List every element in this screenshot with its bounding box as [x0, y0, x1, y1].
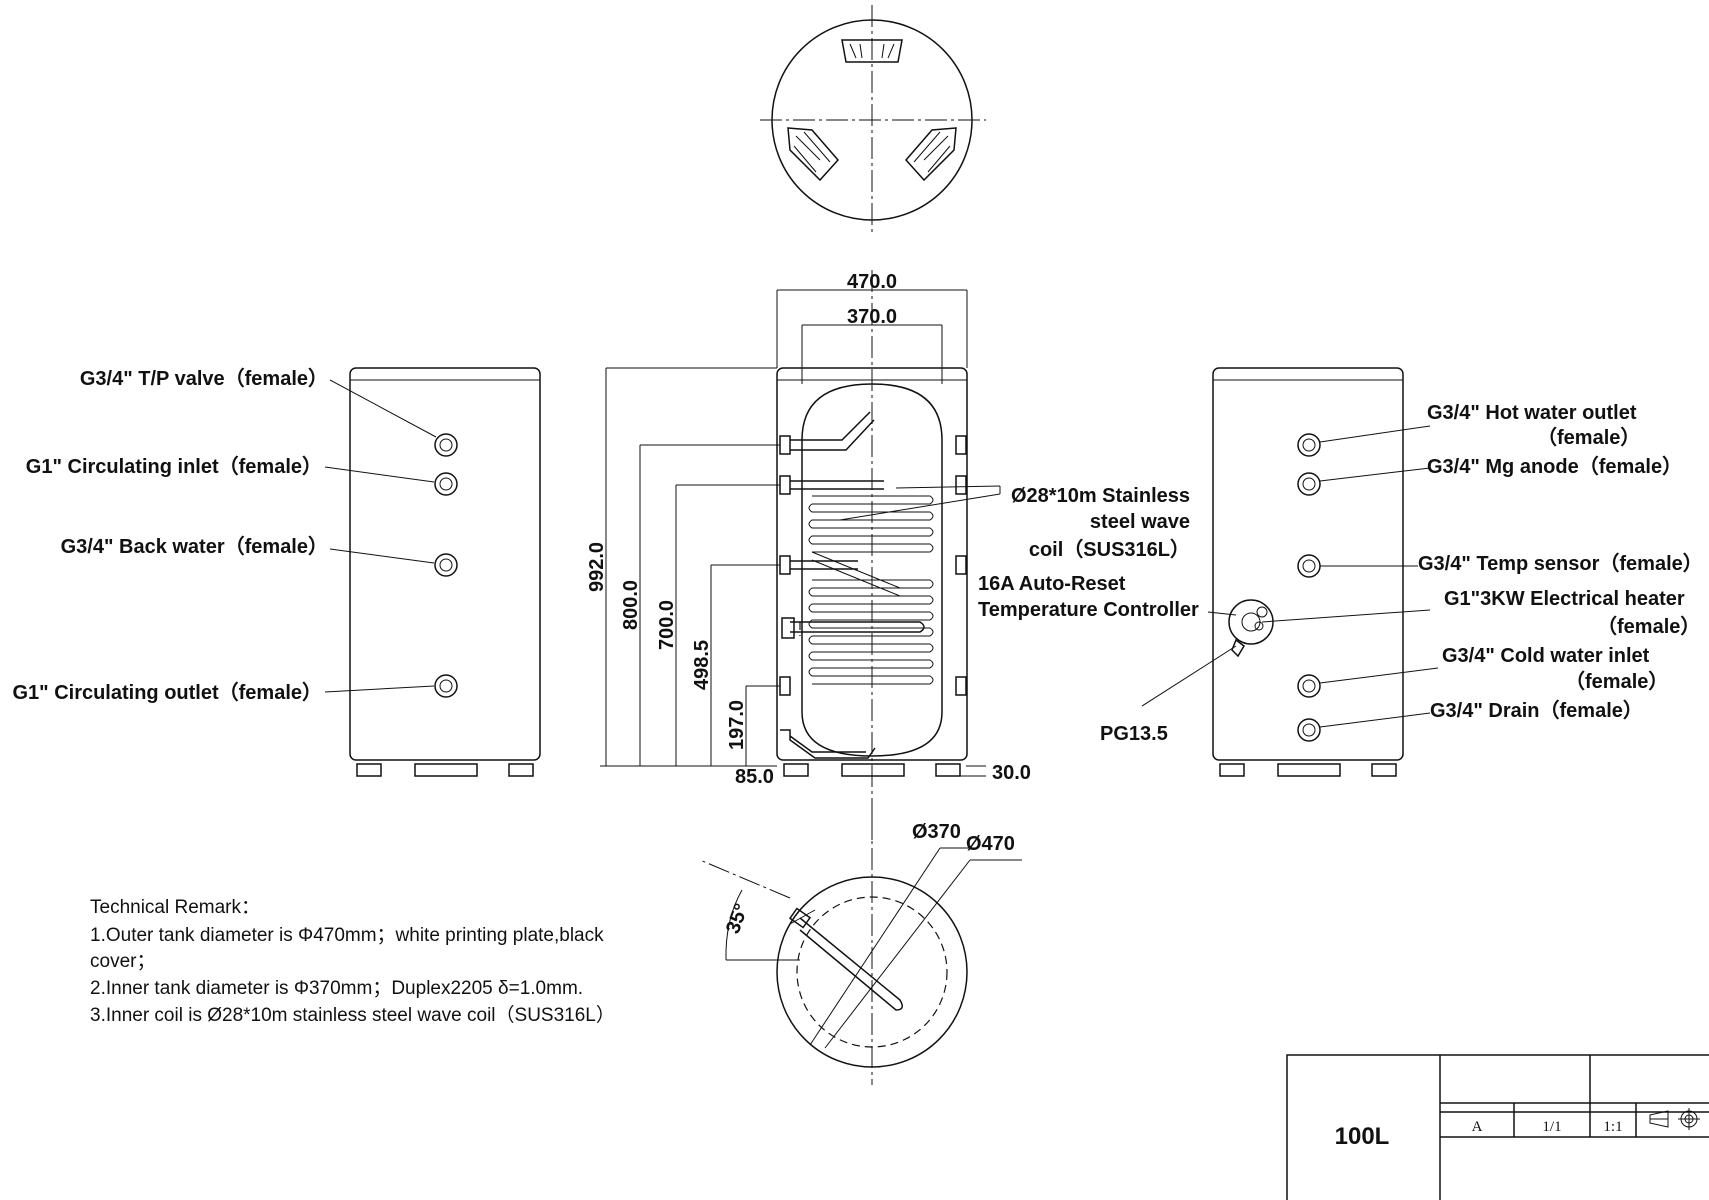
remark-line3: 3.Inner coil is Ø28*10m stainless steel …: [90, 1004, 615, 1026]
label-controller-1: 16A Auto-Reset: [978, 573, 1126, 595]
left-fitting-circ-outlet: [434, 674, 458, 698]
bottom-view: [699, 815, 1022, 1085]
label-cold-inlet-1: G3/4" Cold water inlet: [1442, 645, 1650, 667]
right-fitting-cold: [1297, 674, 1321, 698]
dim-800: 800.0: [620, 580, 642, 630]
label-heater-2: （female）: [1597, 615, 1700, 638]
dimension-lines: [600, 289, 986, 777]
top-fitting-east: [904, 127, 957, 182]
dim-outer-width: 470.0: [847, 271, 897, 293]
label-coil-2: steel wave: [1090, 511, 1190, 533]
remark-line1a: 1.Outer tank diameter is Φ470mm；white pr…: [90, 925, 604, 946]
title-block: [1286, 1054, 1709, 1200]
wave-coil: [808, 495, 934, 685]
right-fitting-mg: [1297, 472, 1321, 496]
top-fitting-north: [841, 39, 903, 63]
label-hot-outlet-2: （female）: [1537, 426, 1640, 449]
remark-title: Technical Remark：: [90, 897, 260, 918]
right-fitting-drain: [1297, 718, 1321, 742]
label-controller-2: Temperature Controller: [978, 599, 1199, 621]
top-view: [760, 5, 986, 235]
right-fitting-temp: [1297, 554, 1321, 578]
left-fitting-circ-inlet: [434, 472, 458, 496]
label-pg135: PG13.5: [1100, 723, 1168, 745]
left-fitting-back-water: [434, 553, 458, 577]
label-back-water: G3/4" Back water（female）: [61, 535, 328, 558]
right-fitting-hot: [1297, 433, 1321, 457]
left-fitting-tp: [434, 433, 458, 457]
label-coil-3: coil（SUS316L）: [1029, 538, 1190, 561]
title-scale: 1:1: [1603, 1119, 1622, 1135]
dim-angle: 35°: [722, 901, 753, 937]
remark-line2: 2.Inner tank diameter is Φ370mm；Duplex22…: [90, 978, 583, 999]
dim-197: 197.0: [726, 700, 748, 750]
label-circulating-outlet: G1" Circulating outlet（female）: [12, 681, 322, 704]
left-side-view: [324, 367, 541, 777]
dim-992: 992.0: [586, 542, 608, 592]
label-circulating-inlet: G1" Circulating inlet（female）: [26, 455, 322, 478]
label-coil-1: Ø28*10m Stainless: [1011, 485, 1190, 507]
label-temp-sensor: G3/4" Temp sensor（female）: [1418, 552, 1703, 575]
dim-85: 85.0: [735, 766, 774, 788]
remark-line1b: cover；: [90, 951, 155, 972]
label-tp-valve: G3/4" T/P valve（female）: [80, 367, 328, 390]
label-hot-outlet-1: G3/4" Hot water outlet: [1427, 402, 1637, 424]
label-drain: G3/4" Drain（female）: [1430, 699, 1643, 722]
label-heater-1: G1"3KW Electrical heater: [1444, 588, 1685, 610]
top-fitting-west: [787, 127, 840, 182]
title-model: 100L: [1335, 1123, 1390, 1150]
dim-700: 700.0: [656, 600, 678, 650]
section-view: [600, 270, 1001, 840]
title-rev: A: [1472, 1119, 1483, 1135]
heater-flange: [1228, 599, 1274, 658]
dim-498: 498.5: [691, 640, 713, 690]
label-mg-anode: G3/4" Mg anode（female）: [1427, 455, 1682, 478]
dim-inner-width: 370.0: [847, 306, 897, 328]
dim-d470: Ø470: [966, 833, 1015, 855]
label-cold-inlet-2: （female）: [1565, 670, 1668, 693]
first-angle-projection-icon: [1649, 1108, 1700, 1130]
right-side-view: [1141, 367, 1439, 777]
dim-30: 30.0: [992, 762, 1031, 784]
title-sheet: 1/1: [1542, 1119, 1561, 1135]
dim-d370: Ø370: [912, 821, 961, 843]
